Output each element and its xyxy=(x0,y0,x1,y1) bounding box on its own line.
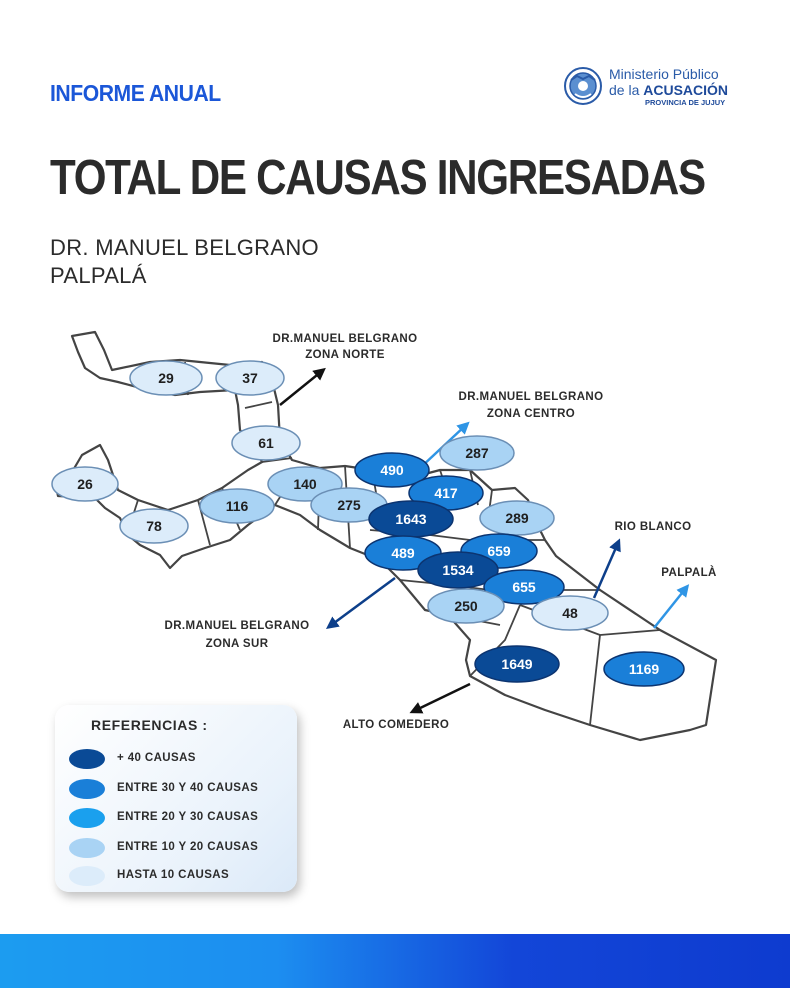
district-marker xyxy=(531,595,609,631)
label-zona-centro-2: ZONA CENTRO xyxy=(487,408,575,420)
district-count: 289 xyxy=(505,510,529,526)
district-count: 287 xyxy=(465,445,489,461)
legend-label: ENTRE 30 Y 40 CAUSAS xyxy=(117,782,259,794)
district-bubble: 29 xyxy=(129,360,203,396)
arrow-palpala xyxy=(653,584,690,629)
district-count: 140 xyxy=(293,476,317,492)
legend-item: ENTRE 20 Y 30 CAUSAS xyxy=(69,806,299,830)
district-marker xyxy=(439,435,515,471)
district-count: 29 xyxy=(158,370,174,386)
label-zona-centro-1: DR.MANUEL BELGRANO xyxy=(459,391,604,403)
footer-bar xyxy=(0,934,790,988)
district-bubble: 1649 xyxy=(474,645,560,683)
page-title: TOTAL DE CAUSAS INGRESADAS xyxy=(50,151,706,205)
district-count: 250 xyxy=(454,598,478,614)
label-alto-comedero: ALTO COMEDERO xyxy=(343,719,449,731)
district-count: 417 xyxy=(434,485,458,501)
district-count: 1649 xyxy=(501,656,532,672)
district-marker xyxy=(474,645,560,683)
district-bubble: 78 xyxy=(119,508,189,544)
district-marker xyxy=(483,569,565,605)
district-marker xyxy=(199,488,275,524)
district-marker xyxy=(427,588,505,624)
district-bubble: 250 xyxy=(427,588,505,624)
district-count: 275 xyxy=(337,497,361,513)
district-count: 61 xyxy=(258,435,274,451)
legend-swatch xyxy=(69,866,105,886)
district-count: 78 xyxy=(146,518,162,534)
legend-label: + 40 CAUSAS xyxy=(117,752,196,764)
district-bubble: 289 xyxy=(479,500,555,536)
district-bubble: 61 xyxy=(231,425,301,461)
legend-swatch xyxy=(69,749,105,769)
legend-item: HASTA 10 CAUSAS xyxy=(69,864,299,888)
district-marker xyxy=(479,500,555,536)
district-count: 489 xyxy=(391,545,415,561)
label-rio-blanco: RIO BLANCO xyxy=(615,521,692,533)
district-bubble: 1534 xyxy=(417,551,499,589)
district-bubble: 490 xyxy=(354,452,430,488)
logo-line-3: PROVINCIA DE JUJUY xyxy=(645,98,726,107)
district-bubble: 287 xyxy=(439,435,515,471)
district-marker xyxy=(417,551,499,589)
arrow-zona-norte xyxy=(279,367,326,406)
legend-item: ENTRE 30 Y 40 CAUSAS xyxy=(69,777,299,801)
legend-label: ENTRE 20 Y 30 CAUSAS xyxy=(117,811,259,823)
logo-line-2: de la ACUSACIÓN xyxy=(609,82,729,98)
label-zona-sur-1: DR.MANUEL BELGRANO xyxy=(165,620,310,632)
zone-labels: DR.MANUEL BELGRANO ZONA NORTE DR.MANUEL … xyxy=(165,333,717,731)
district-marker xyxy=(215,360,285,396)
district-marker xyxy=(231,425,301,461)
district-count: 37 xyxy=(242,370,258,386)
label-zona-sur-2: ZONA SUR xyxy=(206,638,269,650)
arrow-zona-sur xyxy=(325,576,396,629)
arrow-rio-blanco xyxy=(592,538,621,599)
district-count: 490 xyxy=(380,462,404,478)
district-marker xyxy=(51,466,119,502)
subtitle-line-1: DR. MANUEL BELGRANO xyxy=(50,235,319,260)
district-map: DR.MANUEL BELGRANO ZONA NORTE DR.MANUEL … xyxy=(51,330,718,742)
legend-label: ENTRE 10 Y 20 CAUSAS xyxy=(117,841,259,853)
subtitle-line-2: PALPALÁ xyxy=(50,263,147,288)
district-marker xyxy=(354,452,430,488)
logo-line-1: Ministerio Público xyxy=(609,66,719,82)
label-zona-norte-2: ZONA NORTE xyxy=(305,349,385,361)
district-bubble: 116 xyxy=(199,488,275,524)
district-marker xyxy=(129,360,203,396)
district-bubble: 655 xyxy=(483,569,565,605)
label-zona-norte-1: DR.MANUEL BELGRANO xyxy=(273,333,418,345)
district-bubble: 1643 xyxy=(368,500,454,538)
district-count: 1534 xyxy=(442,562,473,578)
district-bubble: 417 xyxy=(408,475,484,511)
district-bubble: 37 xyxy=(215,360,285,396)
district-marker xyxy=(119,508,189,544)
district-count: 26 xyxy=(77,476,93,492)
report-kicker: INFORME ANUAL xyxy=(50,80,221,106)
district-bubble: 26 xyxy=(51,466,119,502)
label-palpala: PALPALÀ xyxy=(661,566,716,579)
legend-label: HASTA 10 CAUSAS xyxy=(117,869,230,881)
district-marker xyxy=(603,651,685,687)
district-bubble: 48 xyxy=(531,595,609,631)
district-count: 116 xyxy=(226,498,249,514)
district-bubbles: 29 37 61 26 78 116 140 275 490 287 417 1643 289 489 65… xyxy=(51,360,685,687)
legend-swatch xyxy=(69,779,105,799)
legend-box: REFERENCIAS : + 40 CAUSAS ENTRE 30 Y 40 … xyxy=(55,705,297,892)
seal-icon xyxy=(564,67,602,105)
arrow-alto-comedero xyxy=(409,682,471,714)
ministry-logo: Ministerio Público de la ACUSACIÓN PROVI… xyxy=(563,64,743,108)
district-count: 655 xyxy=(512,579,536,595)
district-count: 1169 xyxy=(629,661,660,677)
legend-swatch xyxy=(69,838,105,858)
legend-item: + 40 CAUSAS xyxy=(69,747,299,771)
district-count: 1643 xyxy=(395,511,426,527)
legend-swatch xyxy=(69,808,105,828)
legend-item: ENTRE 10 Y 20 CAUSAS xyxy=(69,836,299,860)
legend-title: REFERENCIAS : xyxy=(91,717,208,733)
district-bubble: 1169 xyxy=(603,651,685,687)
district-count: 48 xyxy=(562,605,578,621)
district-count: 659 xyxy=(487,543,511,559)
